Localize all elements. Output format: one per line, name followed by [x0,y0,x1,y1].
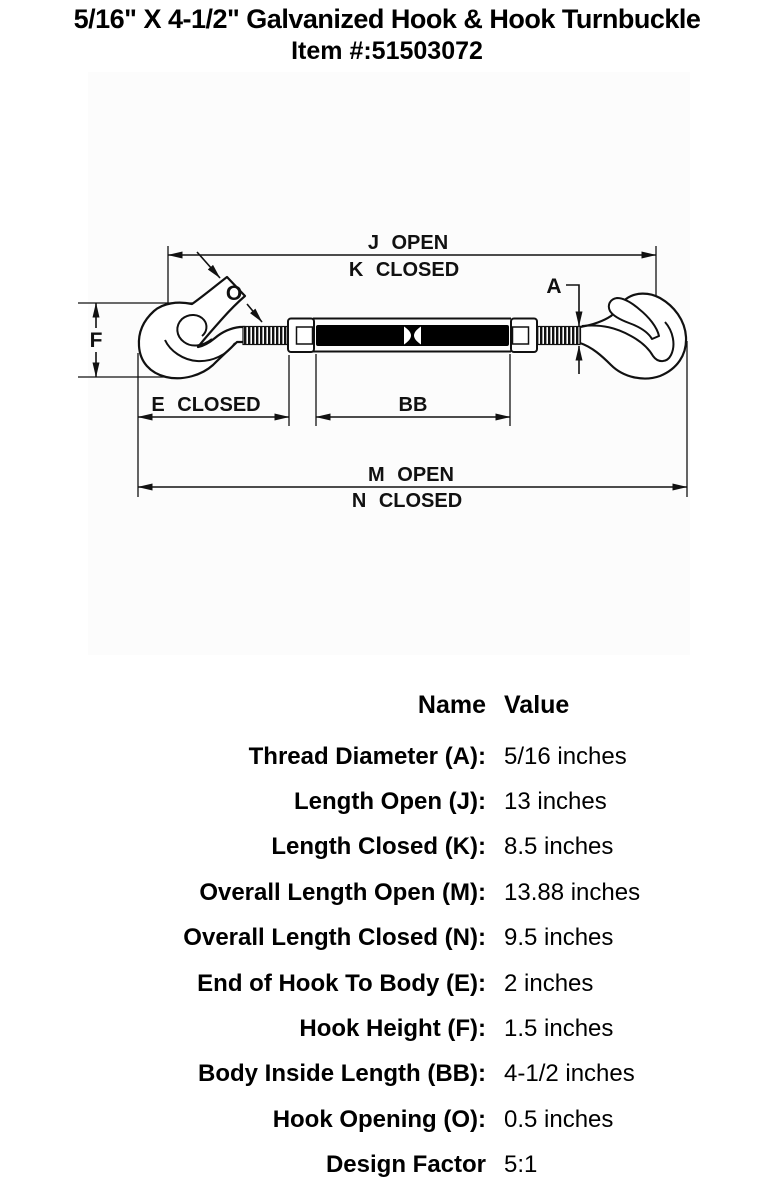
spec-row: Thread Diameter (A): 5/16 inches [0,734,774,779]
spec-row: Hook Height (F): 1.5 inches [0,1006,774,1051]
spec-row: Overall Length Closed (N): 9.5 inches [0,916,774,961]
turnbuckle-diagram: J OPEN K CLOSED O A F E CLOSED BB M OPEN… [78,232,688,512]
label-bb: BB [399,394,428,416]
label-a: A [546,275,561,298]
spec-value: 0.5 inches [504,1105,614,1133]
body-slot [316,325,509,346]
spec-name: Body Inside Length (BB): [198,1060,486,1088]
label-o: O [226,282,242,305]
body-center-mark [404,326,421,345]
page-title: 5/16" X 4-1/2" Galvanized Hook & Hook Tu… [73,4,701,34]
spec-value: 5/16 inches [504,742,627,770]
spec-header-row: Name Value [0,688,774,722]
spec-row: Body Inside Length (BB): 4-1/2 inches [0,1052,774,1097]
threaded-rods [242,325,581,346]
spec-name: Hook Height (F): [299,1015,486,1043]
spec-row: Overall Length Open (M): 13.88 inches [0,870,774,915]
spec-name: Length Open (J): [294,788,486,816]
header-name: Name [417,690,486,719]
spec-name: Overall Length Open (M): [199,878,486,906]
spec-row: Hook Opening (O): 0.5 inches [0,1097,774,1142]
dimension-lines [92,251,688,491]
label-f: F [90,329,103,352]
left-hook [137,275,247,380]
spec-name: Hook Opening (O): [272,1105,486,1133]
spec-value: 9.5 inches [504,924,614,952]
spec-row: Length Open (J): 13 inches [0,779,774,824]
spec-value: 13 inches [504,788,607,816]
spec-row: Length Closed (K): 8.5 inches [0,825,774,870]
spec-value: 1.5 inches [504,1015,614,1043]
spec-row: End of Hook To Body (E): 2 inches [0,961,774,1006]
spec-name: Design Factor [325,1151,486,1179]
spec-name: End of Hook To Body (E): [197,969,486,997]
item-number: Item #:51503072 [291,37,483,65]
label-e-closed: E CLOSED [151,394,260,416]
label-k-closed: K CLOSED [349,259,459,281]
spec-name: Length Closed (K): [271,833,486,861]
spec-name: Overall Length Closed (N): [183,924,486,952]
spec-row: Design Factor 5:1 [0,1143,774,1188]
spec-name: Thread Diameter (A): [248,742,486,770]
label-m-open: M OPEN [368,464,454,486]
label-n-closed: N CLOSED [352,490,462,512]
spec-value: 4-1/2 inches [504,1060,635,1088]
label-j-open: J OPEN [368,232,448,254]
spec-value: 13.88 inches [504,878,641,906]
spec-table: Name Value Thread Diameter (A): 5/16 inc… [0,688,774,1188]
header-value: Value [504,690,570,719]
right-hook [578,292,688,380]
spec-value: 5:1 [504,1151,538,1179]
spec-value: 2 inches [504,969,594,997]
turnbuckle-body [287,317,538,353]
spec-value: 8.5 inches [504,833,614,861]
